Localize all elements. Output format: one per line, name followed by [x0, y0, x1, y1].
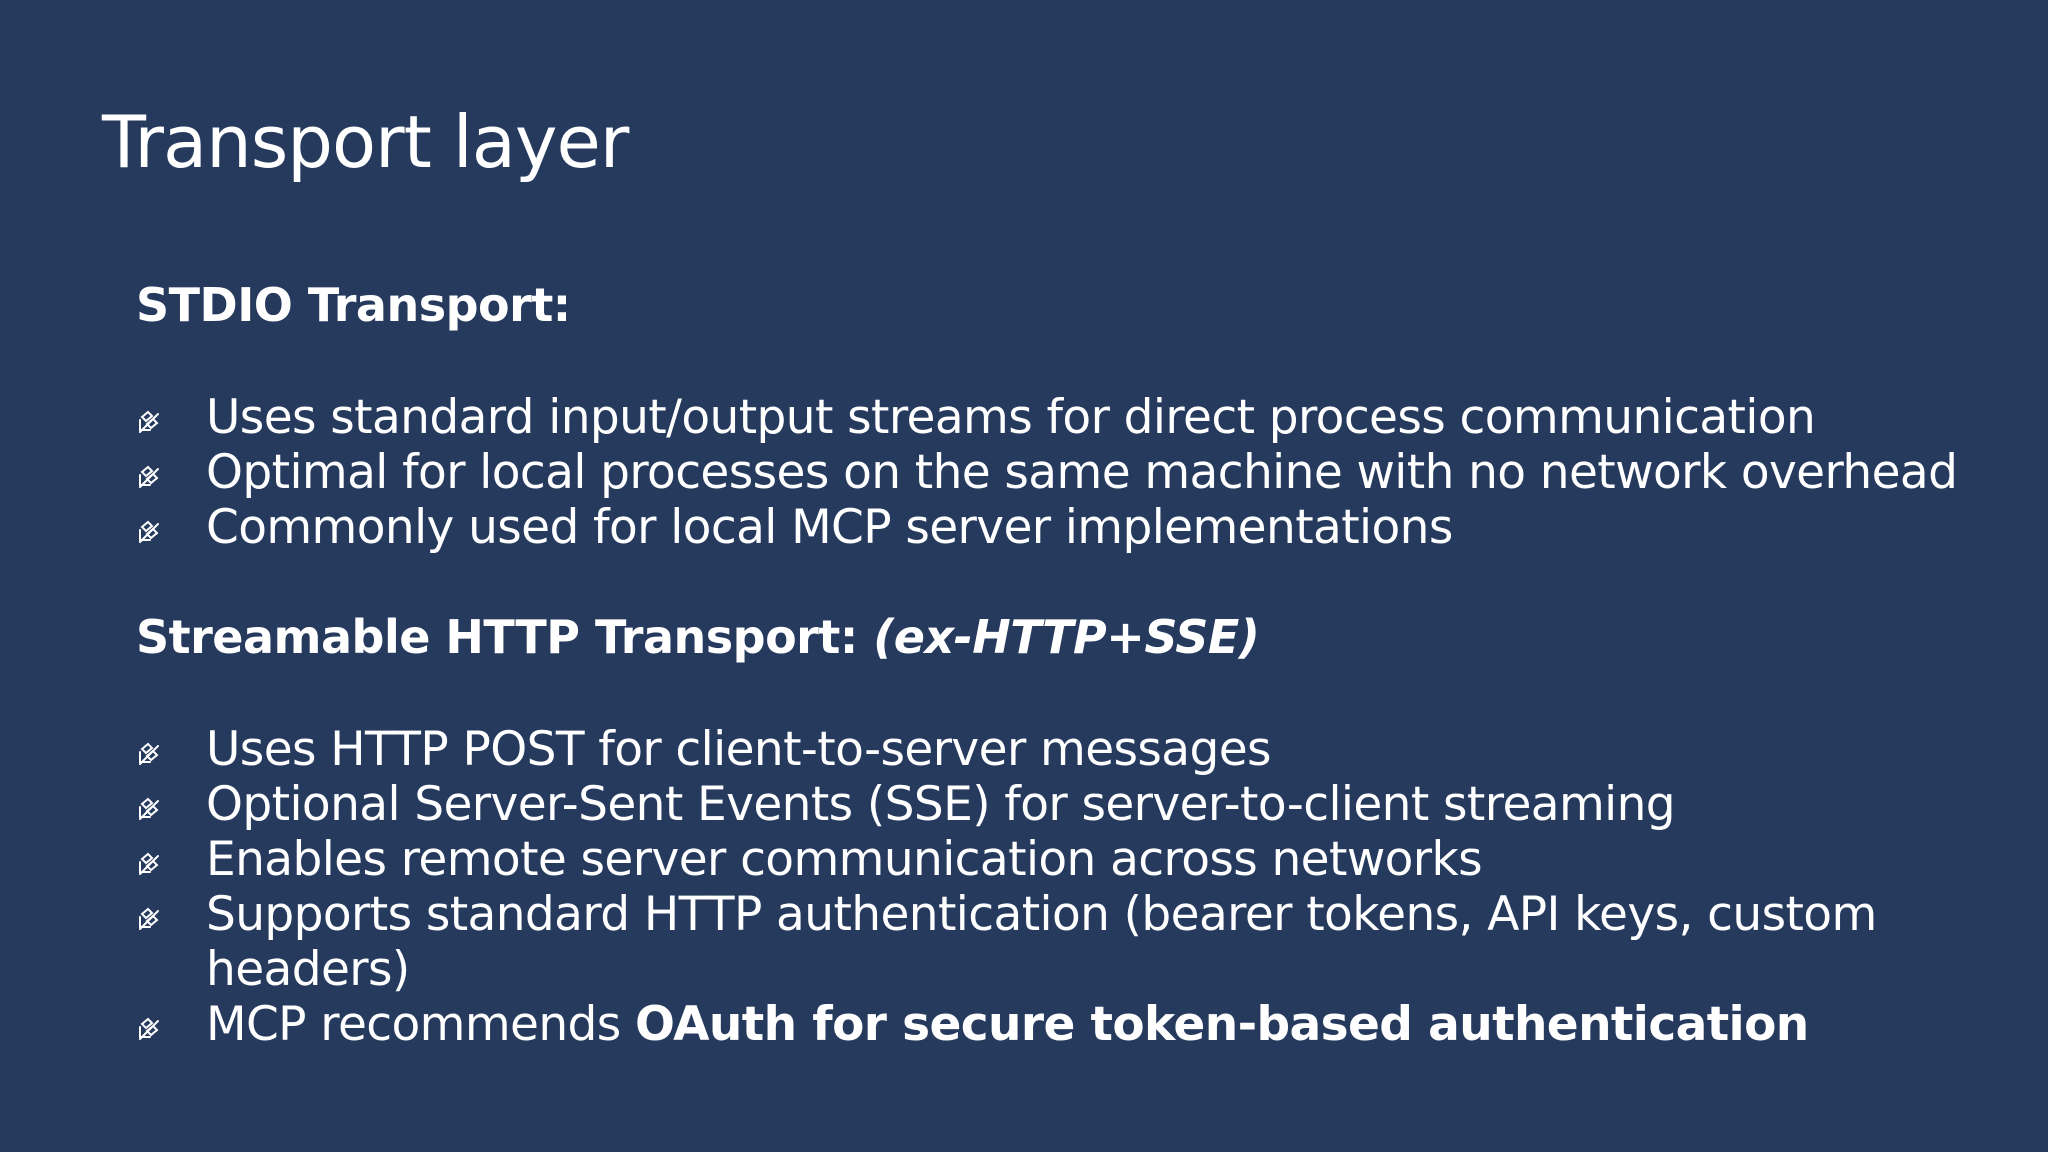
crossed-link-icon [139, 410, 159, 433]
bullet-text: MCP recommends OAuth for secure token-ba… [206, 997, 1809, 1052]
crossed-link-icon [139, 465, 159, 488]
streamable-http-bullet-list: Uses HTTP POST for client-to-server mess… [136, 722, 1976, 1052]
bullet-text: Supports standard HTTP authentication (b… [206, 887, 1877, 997]
bullet-item: Uses HTTP POST for client-to-server mess… [136, 722, 1976, 777]
stdio-bullet-list: Uses standard input/output streams for d… [136, 390, 1976, 555]
bullet-item: MCP recommends OAuth for secure token-ba… [136, 997, 1976, 1052]
bullet-item: Enables remote server communication acro… [136, 832, 1976, 887]
section-heading-text: Streamable HTTP Transport: [136, 610, 874, 664]
stdio-heading: STDIO Transport: [136, 278, 571, 332]
bullet-text: Commonly used for local MCP server imple… [206, 500, 1453, 555]
section-heading-text: STDIO Transport: [136, 278, 571, 332]
streamable-http-heading: Streamable HTTP Transport: (ex-HTTP+SSE) [136, 610, 1260, 664]
slide-title: Transport layer [102, 100, 629, 184]
crossed-link-icon [139, 852, 159, 875]
bullet-text: Enables remote server communication acro… [206, 832, 1483, 887]
bullet-text: Uses standard input/output streams for d… [206, 390, 1816, 445]
crossed-link-icon [139, 1017, 159, 1040]
section-heading-sub: (ex-HTTP+SSE) [873, 610, 1260, 664]
crossed-link-icon [139, 742, 159, 765]
bullet-item: Optimal for local processes on the same … [136, 445, 1976, 500]
bullet-text: Optimal for local processes on the same … [206, 445, 1958, 500]
crossed-link-icon [139, 907, 159, 930]
crossed-link-icon [139, 520, 159, 543]
bullet-item: Commonly used for local MCP server imple… [136, 500, 1976, 555]
bullet-text: Optional Server-Sent Events (SSE) for se… [206, 777, 1676, 832]
bullet-item: Uses standard input/output streams for d… [136, 390, 1976, 445]
bullet-item: Supports standard HTTP authentication (b… [136, 887, 1976, 997]
bullet-item: Optional Server-Sent Events (SSE) for se… [136, 777, 1976, 832]
bullet-text: Uses HTTP POST for client-to-server mess… [206, 722, 1272, 777]
crossed-link-icon [139, 797, 159, 820]
